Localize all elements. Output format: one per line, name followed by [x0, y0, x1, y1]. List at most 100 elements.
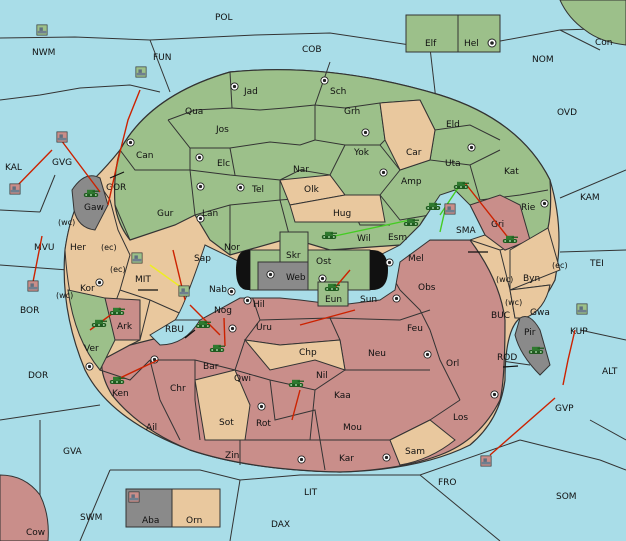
province-gaw[interactable]: [71, 175, 109, 231]
label-rbu[interactable]: RBU: [165, 325, 184, 335]
label-ost[interactable]: Ost: [316, 257, 332, 267]
label-gor[interactable]: GOR: [106, 183, 126, 193]
label-yok[interactable]: Yok: [353, 148, 370, 158]
label-kor[interactable]: Kor: [80, 284, 95, 294]
label-swm[interactable]: SWM: [80, 513, 102, 523]
label-nor[interactable]: Nor: [224, 243, 240, 253]
province-pir[interactable]: [514, 316, 551, 376]
label-mel[interactable]: Mel: [408, 254, 424, 264]
label-alt[interactable]: ALT: [602, 367, 618, 377]
label-uta[interactable]: Uta: [445, 159, 461, 169]
label-skr[interactable]: Skr: [286, 251, 301, 261]
province-hug[interactable]: [289, 194, 386, 223]
label-cob[interactable]: COB: [302, 45, 322, 55]
label-hel[interactable]: Hel: [464, 39, 479, 49]
label-dor[interactable]: DOR: [28, 371, 48, 381]
label-nom[interactable]: NOM: [532, 55, 554, 65]
label-fun[interactable]: FUN: [153, 53, 172, 63]
label-som[interactable]: SOM: [556, 492, 577, 502]
label-nwm[interactable]: NWM: [32, 48, 55, 58]
label-chp[interactable]: Chp: [299, 348, 317, 358]
label-rie[interactable]: Rie: [521, 203, 536, 213]
label-orl[interactable]: Orl: [446, 359, 459, 369]
province-ver[interactable]: [67, 289, 121, 371]
label-gwa[interactable]: Gwa: [530, 308, 550, 318]
label-gaw[interactable]: Gaw: [84, 203, 104, 213]
label-wil[interactable]: Wil: [357, 234, 371, 244]
label-sam[interactable]: Sam: [405, 447, 425, 457]
label-gvp[interactable]: GVP: [555, 404, 574, 414]
label-feu[interactable]: Feu: [407, 324, 423, 334]
label-car[interactable]: Car: [406, 148, 422, 158]
label-sch[interactable]: Sch: [330, 87, 346, 97]
label-nab[interactable]: Nab: [209, 285, 227, 295]
label-sun[interactable]: Sun: [360, 295, 377, 305]
label-bor[interactable]: BOR: [20, 306, 39, 316]
label-amp[interactable]: Amp: [401, 177, 422, 187]
label-eld[interactable]: Eld: [446, 120, 460, 130]
province-orn[interactable]: [171, 488, 221, 528]
label-elf[interactable]: Elf: [425, 39, 437, 49]
label-ail[interactable]: Ail: [146, 423, 157, 433]
label-byn[interactable]: Byn: [523, 274, 540, 284]
province-sot[interactable]: [194, 369, 251, 441]
label-eun[interactable]: Eun: [325, 295, 342, 305]
label-lit[interactable]: LIT: [304, 488, 318, 498]
label-gvg[interactable]: GVG: [52, 158, 72, 168]
label-kam[interactable]: KAM: [580, 193, 600, 203]
label-kal[interactable]: KAL: [5, 163, 22, 173]
province-chp[interactable]: [243, 339, 346, 371]
label-fro[interactable]: FRO: [438, 478, 457, 488]
label-sma[interactable]: SMA: [456, 226, 476, 236]
label-sot[interactable]: Sot: [219, 418, 234, 428]
label-kat[interactable]: Kat: [504, 167, 519, 177]
label-gur[interactable]: Gur: [157, 209, 174, 219]
province-web[interactable]: [257, 261, 309, 291]
label-sap[interactable]: Sap: [194, 254, 211, 264]
province-con[interactable]: [559, 0, 626, 46]
label-hug[interactable]: Hug: [333, 209, 351, 219]
label-pol[interactable]: POL: [215, 13, 233, 23]
label-mou[interactable]: Mou: [343, 423, 362, 433]
label-kup[interactable]: KUP: [570, 327, 588, 337]
province-sam[interactable]: [389, 419, 456, 466]
label-jad[interactable]: Jad: [243, 87, 258, 97]
label-olk[interactable]: Olk: [304, 185, 320, 195]
label-neu[interactable]: Neu: [368, 349, 386, 359]
province-cow[interactable]: [0, 474, 49, 541]
label-web[interactable]: Web: [286, 273, 306, 283]
label-nar[interactable]: Nar: [293, 165, 309, 175]
label-mit[interactable]: MIT: [135, 275, 151, 285]
province-car[interactable]: [379, 99, 436, 171]
label-ver[interactable]: Ver: [84, 344, 99, 354]
label-ken[interactable]: Ken: [112, 389, 129, 399]
label-esm[interactable]: Esm: [388, 233, 407, 243]
label-chr[interactable]: Chr: [170, 384, 186, 394]
label-lan[interactable]: Lan: [202, 209, 218, 219]
label-los[interactable]: Los: [453, 413, 468, 423]
province-byn[interactable]: [509, 227, 561, 291]
label-dax[interactable]: DAX: [271, 520, 290, 530]
label-ark[interactable]: Ark: [117, 322, 133, 332]
label-elc[interactable]: Elc: [217, 159, 230, 169]
label-nil[interactable]: Nil: [316, 371, 328, 381]
label-jos[interactable]: Jos: [215, 125, 229, 135]
label-kaa[interactable]: Kaa: [334, 391, 351, 401]
label-qwi[interactable]: Qwi: [234, 374, 251, 384]
label-bar[interactable]: Bar: [203, 362, 219, 372]
label-kar[interactable]: Kar: [339, 454, 354, 464]
label-rod[interactable]: ROD: [497, 353, 517, 363]
label-qua[interactable]: Qua: [185, 107, 203, 117]
label-buc[interactable]: BUC: [491, 311, 510, 321]
label-pir[interactable]: Pir: [524, 328, 536, 338]
label-zin[interactable]: Zin: [225, 451, 239, 461]
label-can[interactable]: Can: [136, 151, 154, 161]
label-tel[interactable]: Tel: [251, 185, 264, 195]
label-uru[interactable]: Uru: [256, 323, 272, 333]
label-mvu[interactable]: MVU: [34, 243, 55, 253]
province-skr[interactable]: [279, 231, 309, 263]
label-her[interactable]: Her: [70, 243, 86, 253]
label-ovd[interactable]: OVD: [557, 108, 577, 118]
label-gva[interactable]: GVA: [63, 447, 83, 457]
